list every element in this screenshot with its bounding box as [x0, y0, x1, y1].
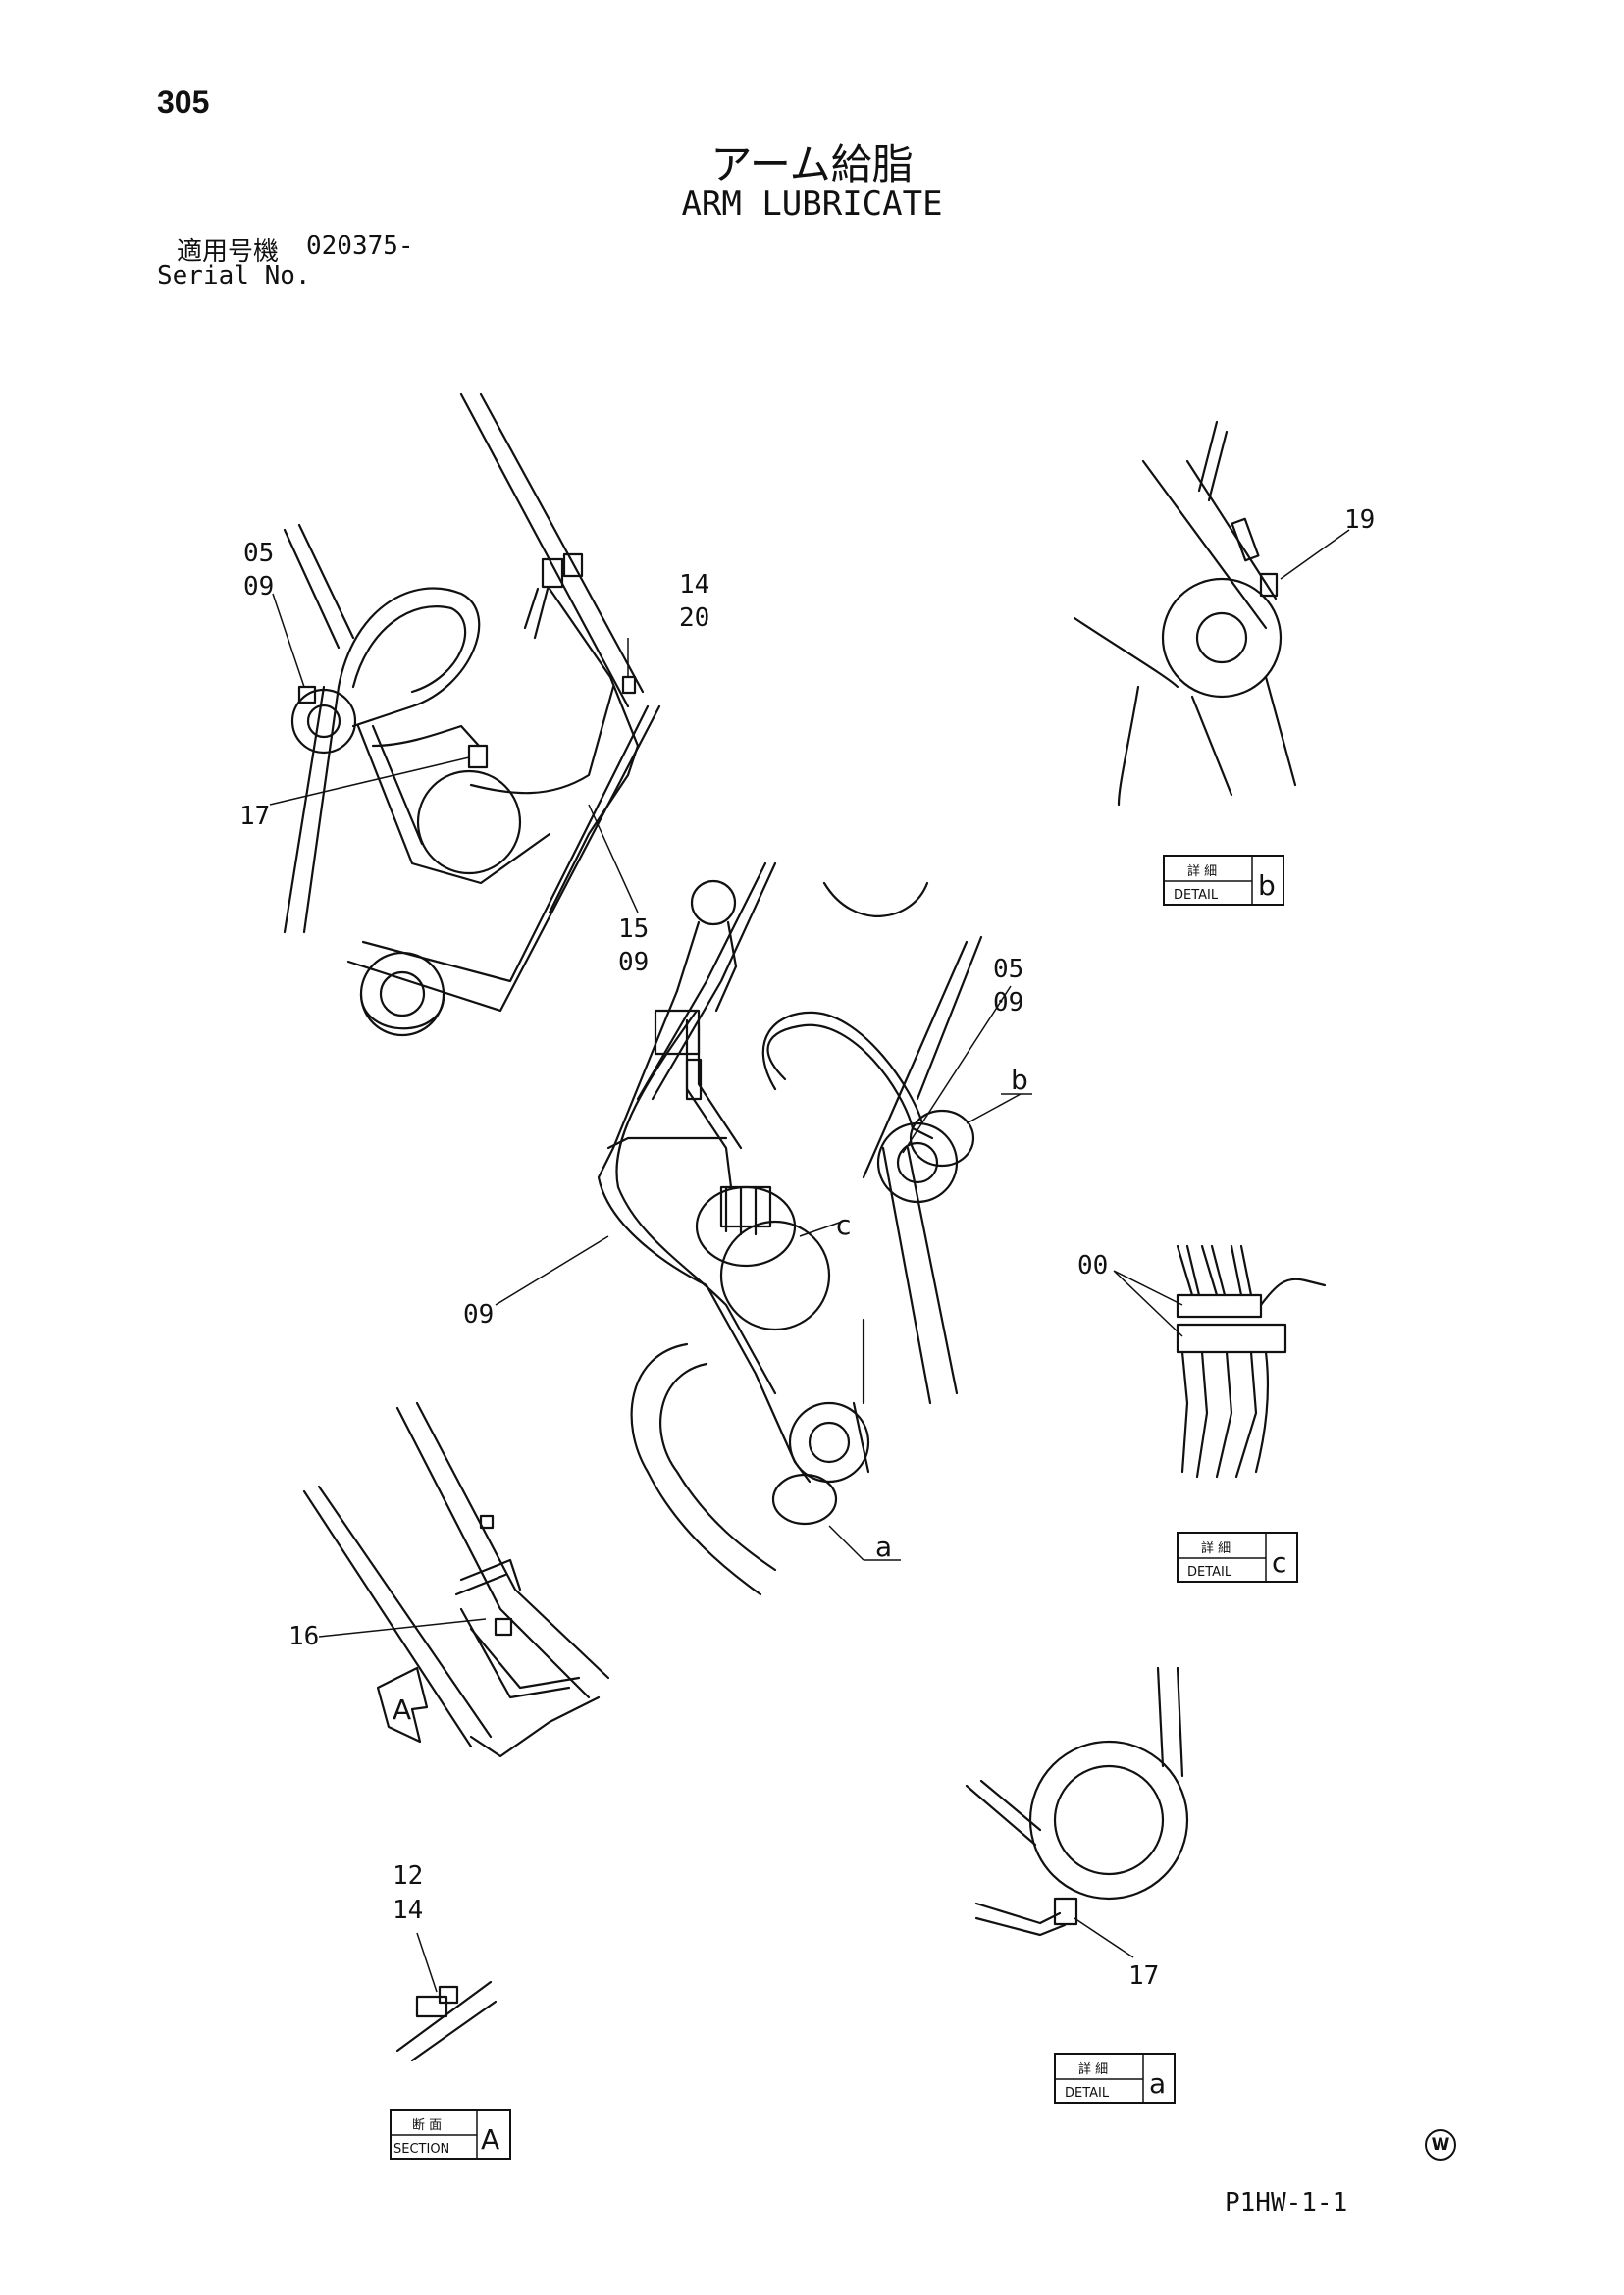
- callout-09: 09: [618, 948, 649, 977]
- callout-09: 09: [243, 572, 274, 601]
- svg-text:A: A: [481, 2123, 499, 2156]
- serial-label-jp: 適用号機: [177, 237, 280, 267]
- top-left-arm-assembly: [269, 392, 661, 1037]
- svg-text:断 面: 断 面: [412, 2118, 442, 2133]
- svg-text:DETAIL: DETAIL: [1174, 888, 1219, 903]
- svg-text:詳 細: 詳 細: [1078, 2061, 1108, 2077]
- serial-label-en: Serial No.: [157, 261, 311, 290]
- callout-09: 09: [463, 1300, 494, 1330]
- section-a-view: [302, 1401, 610, 1758]
- svg-text:c: c: [1272, 1546, 1286, 1579]
- callout-17: 17: [1128, 1961, 1159, 1991]
- callout-00: 00: [1077, 1251, 1108, 1280]
- detail-box-b: 詳 細 DETAIL b: [1163, 855, 1284, 906]
- detail-b-drawing: [1073, 420, 1350, 807]
- manufacturer-mark: W: [1425, 2129, 1456, 2161]
- ref-c: c: [836, 1209, 851, 1241]
- callout-14: 14: [679, 570, 709, 600]
- callout-17: 17: [239, 802, 270, 831]
- page-title-jp: アーム給脂: [710, 140, 914, 188]
- svg-text:b: b: [1258, 869, 1276, 902]
- ref-a: a: [875, 1531, 892, 1563]
- section-arrow-label: A: [393, 1694, 411, 1726]
- center-arm-assembly: [495, 861, 1032, 1596]
- drawing-code: P1HW-1-1: [1225, 2188, 1348, 2217]
- ref-b: b: [1011, 1064, 1028, 1096]
- svg-text:詳 細: 詳 細: [1201, 1540, 1231, 1556]
- svg-text:詳 細: 詳 細: [1187, 863, 1217, 879]
- callout-05: 05: [243, 539, 274, 568]
- detail-box-a: 詳 細 DETAIL a: [1054, 2053, 1176, 2104]
- section-a-detail: [395, 1932, 498, 2062]
- svg-text:a: a: [1149, 2067, 1166, 2100]
- callout-14: 14: [393, 1896, 423, 1925]
- svg-text:SECTION: SECTION: [393, 2142, 449, 2157]
- section-box-a: 断 面 SECTION A: [390, 2109, 511, 2160]
- svg-text:DETAIL: DETAIL: [1065, 2086, 1110, 2101]
- detail-c-drawing: [1113, 1244, 1327, 1479]
- callout-15: 15: [618, 914, 649, 944]
- svg-text:DETAIL: DETAIL: [1187, 1565, 1232, 1580]
- detail-a-drawing: [965, 1666, 1189, 1958]
- callout-20: 20: [679, 603, 709, 633]
- serial-value: 020375-: [306, 232, 414, 261]
- callout-09: 09: [993, 988, 1023, 1017]
- callout-19: 19: [1344, 505, 1375, 535]
- page-number: 305: [157, 84, 210, 120]
- pin-circle: [290, 688, 357, 755]
- callout-05: 05: [993, 955, 1023, 984]
- page-title-en: ARM LUBRICATE: [681, 184, 943, 224]
- detail-box-c: 詳 細 DETAIL c: [1177, 1532, 1298, 1583]
- callout-12: 12: [393, 1861, 423, 1891]
- callout-16: 16: [288, 1622, 319, 1651]
